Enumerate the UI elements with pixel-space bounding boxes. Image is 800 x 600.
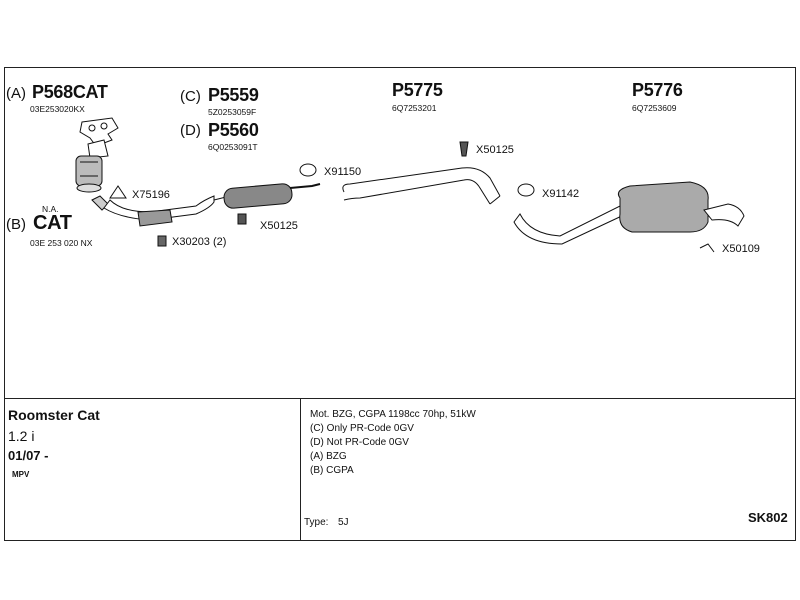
callout-x50125-center[interactable]: X50125 [476, 144, 514, 156]
part-d-number[interactable]: P5560 [208, 120, 259, 140]
part-b-prefix: (B) [6, 216, 26, 233]
note-line-1: Mot. BZG, CGPA 1198cc 70hp, 51kW [310, 409, 476, 420]
clamp-ring-icon [299, 163, 317, 177]
note-line-5: (B) CGPA [310, 465, 354, 476]
callout-x91150[interactable]: X91150 [324, 166, 362, 178]
manifold-catalyst-drawing [75, 117, 119, 193]
clamp-ring-icon-2 [517, 183, 535, 197]
divider-vertical [300, 398, 301, 540]
part-c-prefix: (C) [180, 88, 201, 105]
gasket-icon [109, 185, 127, 199]
rear-silencer-drawing [513, 181, 745, 245]
part-c-oe: 5Z0253059F [208, 107, 257, 117]
diagram-frame [4, 67, 796, 541]
type-value: 5J [338, 517, 349, 528]
callout-icons [109, 141, 715, 253]
divider-horizontal [5, 398, 795, 399]
vehicle-model: Roomster Cat [8, 407, 100, 423]
part-rear-oe: 6Q7253609 [632, 103, 677, 113]
part-c-number[interactable]: P5559 [208, 85, 259, 105]
front-silencer-drawing [213, 183, 321, 209]
note-line-3: (D) Not PR-Code 0GV [310, 437, 409, 448]
hanger-icon [459, 141, 469, 157]
note-line-4: (A) BZG [310, 451, 347, 462]
part-d-prefix: (D) [180, 122, 201, 139]
vehicle-engine: 1.2 i [8, 428, 35, 444]
vehicle-body: MPV [12, 470, 30, 479]
part-center-number[interactable]: P5775 [392, 80, 443, 100]
callout-x50125-front[interactable]: X50125 [260, 220, 298, 232]
part-a-oe: 03E253020KX [30, 104, 85, 114]
callout-x91142[interactable]: X91142 [542, 188, 580, 200]
bracket-icon [237, 213, 247, 225]
center-pipe-drawing [342, 167, 501, 205]
callout-x50109[interactable]: X50109 [722, 243, 760, 255]
diagram-code: SK802 [748, 510, 788, 525]
hanger-small-icon [699, 243, 715, 253]
clamp-icon [157, 235, 167, 247]
part-center-oe: 6Q7253201 [392, 103, 437, 113]
part-a-prefix: (A) [6, 85, 26, 102]
part-rear-number[interactable]: P5776 [632, 80, 683, 100]
note-line-2: (C) Only PR-Code 0GV [310, 423, 414, 434]
part-a-number[interactable]: P568CAT [32, 82, 108, 102]
vehicle-date: 01/07 - [8, 448, 49, 463]
callout-x75196[interactable]: X75196 [132, 189, 170, 201]
part-b-oe: 03E 253 020 NX [30, 238, 93, 248]
callout-x30203[interactable]: X30203 (2) [172, 236, 227, 248]
part-b-na: N.A. [42, 204, 59, 214]
type-label: Type: [304, 517, 329, 528]
front-pipe-drawing [91, 195, 215, 227]
part-b-number[interactable]: CAT [33, 212, 72, 234]
part-d-oe: 6Q0253091T [208, 142, 258, 152]
